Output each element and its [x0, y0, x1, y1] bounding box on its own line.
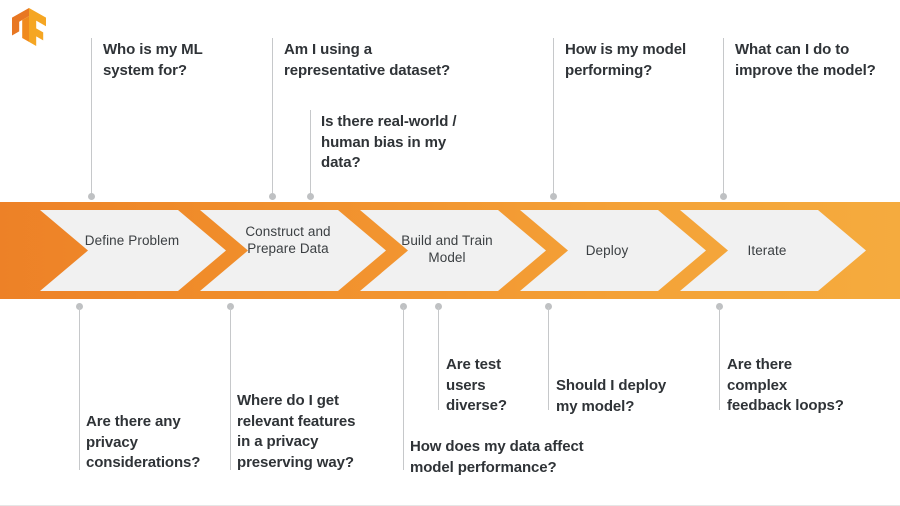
- leader-dot-how-is-my-model-performing: [550, 193, 557, 200]
- leader-line-privacy-considerations: [79, 307, 80, 470]
- stage-label-define-problem: Define Problem: [84, 233, 180, 248]
- stage-label-deploy: Deploy: [585, 243, 629, 258]
- chevron-build-train-model[interactable]: [360, 210, 546, 291]
- callout-who-is-my-ml-system-for: Who is my ML system for?: [103, 41, 203, 79]
- callout-data-affect-performance: How does my data affect model performanc…: [410, 438, 584, 476]
- leader-line-test-users-diverse: [438, 307, 439, 410]
- stage-label-iterate: Iterate: [747, 243, 787, 258]
- tensorflow-logo-icon: [12, 8, 46, 46]
- leader-dot-complex-feedback-loops: [716, 303, 723, 310]
- leader-line-improve-the-model: [723, 38, 724, 196]
- leader-dot-should-i-deploy: [545, 303, 552, 310]
- stage-label-build-train-model: Build and Train Model: [401, 233, 493, 265]
- leader-line-should-i-deploy: [548, 307, 549, 410]
- leader-dot-relevant-features-privacy: [227, 303, 234, 310]
- callout-test-users-diverse: Are test users diverse?: [446, 356, 507, 414]
- leader-line-complex-feedback-loops: [719, 307, 720, 410]
- leader-line-real-world-human-bias: [310, 110, 311, 196]
- stage-label-construct-prepare-data: Construct and Prepare Data: [245, 224, 331, 256]
- leader-dot-real-world-human-bias: [307, 193, 314, 200]
- leader-dot-privacy-considerations: [76, 303, 83, 310]
- callout-relevant-features-privacy: Where do I get relevant features in a pr…: [237, 392, 356, 471]
- tensorflow-logo: [12, 8, 46, 46]
- leader-dot-who-is-my-ml-system-for: [88, 193, 95, 200]
- leader-line-how-is-my-model-performing: [553, 38, 554, 196]
- callout-representative-dataset: Am I using a representative dataset?: [284, 41, 451, 79]
- leader-dot-data-affect-performance: [400, 303, 407, 310]
- leader-line-who-is-my-ml-system-for: [91, 38, 92, 196]
- callout-privacy-considerations: Are there any privacy considerations?: [86, 413, 201, 471]
- chevron-iterate[interactable]: [680, 210, 866, 291]
- callout-how-is-my-model-performing: How is my model performing?: [565, 41, 687, 79]
- callout-should-i-deploy: Should I deploy my model?: [556, 377, 667, 415]
- leader-line-representative-dataset: [272, 38, 273, 196]
- callout-improve-the-model: What can I do to improve the model?: [735, 41, 876, 79]
- chevron-deploy[interactable]: [520, 210, 706, 291]
- chevron-arrow-group: [40, 210, 866, 291]
- callout-complex-feedback-loops: Are there complex feedback loops?: [727, 356, 844, 414]
- callout-real-world-human-bias: Is there real-world / human bias in my d…: [321, 113, 457, 171]
- chevron-define-problem[interactable]: [40, 210, 226, 291]
- leader-line-data-affect-performance: [403, 307, 404, 470]
- leader-dot-representative-dataset: [269, 193, 276, 200]
- chevron-construct-prepare-data[interactable]: [200, 210, 386, 291]
- leader-dot-improve-the-model: [720, 193, 727, 200]
- leader-dot-test-users-diverse: [435, 303, 442, 310]
- leader-line-relevant-features-privacy: [230, 307, 231, 470]
